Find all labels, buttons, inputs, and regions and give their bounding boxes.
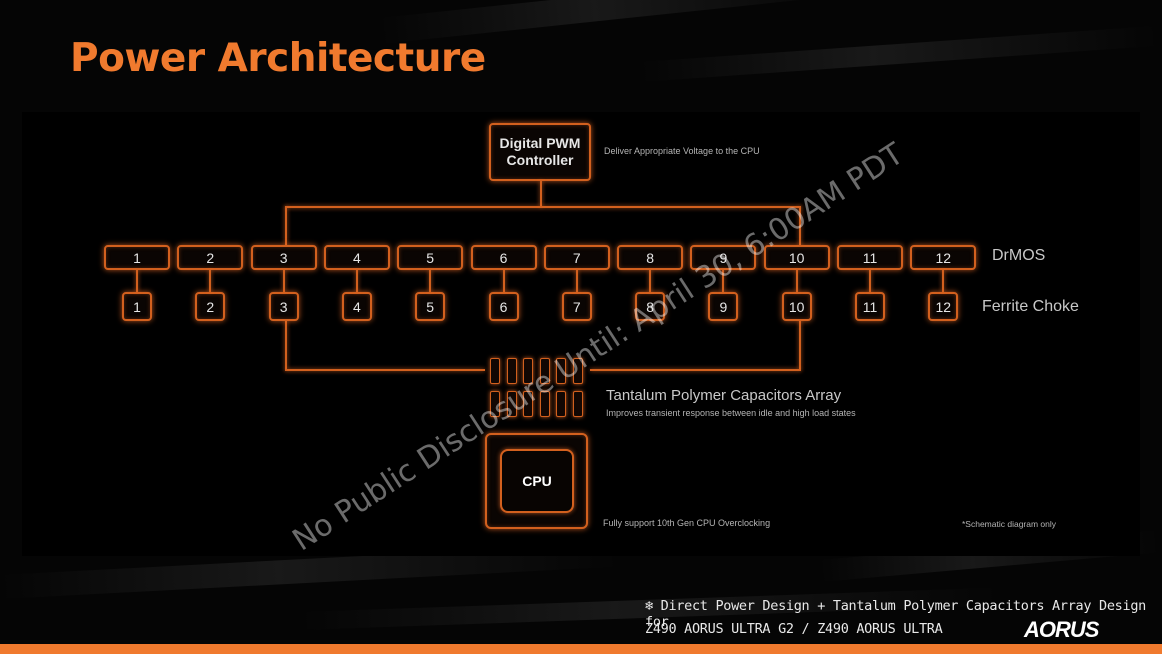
connector-line [722, 270, 725, 292]
cpu-socket: CPU [485, 433, 588, 529]
drmos-box: 3 [250, 245, 317, 270]
connector-line [282, 270, 285, 292]
connector-line [136, 270, 138, 292]
drmos-box: 4 [323, 245, 390, 270]
cpu-chip: CPU [500, 449, 574, 513]
schematic-note: *Schematic diagram only [962, 519, 1057, 529]
connector-line [502, 270, 505, 292]
bottom-accent-bar [0, 644, 1162, 654]
ferrite-choke-label: Ferrite Choke [982, 298, 1079, 315]
connector-line [355, 270, 358, 292]
ferrite-choke-box: 10 [781, 292, 812, 321]
capacitor [523, 391, 533, 417]
connector-line [285, 320, 287, 370]
drmos-box: 12 [910, 245, 977, 270]
pwm-description: Deliver Appropriate Voltage to the CPU [604, 146, 760, 156]
page-title: Power Architecture [70, 36, 486, 81]
ferrite-choke-box: 12 [928, 292, 959, 321]
ferrite-choke-box: 3 [268, 292, 299, 321]
ferrite-choke-box: 4 [341, 292, 372, 321]
footer-line-1: ❄ Direct Power Design + Tantalum Polymer… [645, 598, 1146, 630]
capacitor [539, 391, 550, 417]
drmos-label: DrMOS [992, 247, 1046, 264]
drmos-box: 9 [690, 245, 757, 270]
ferrite-choke-box: 9 [708, 292, 739, 321]
capacitor [490, 358, 500, 384]
capacitors-label: Tantalum Polymer Capacitors Array [606, 387, 842, 404]
capacitors-description: Improves transient response between idle… [606, 408, 856, 418]
capacitor [572, 358, 583, 384]
capacitor [539, 358, 550, 384]
aorus-logo: AORUS [1024, 617, 1099, 642]
ferrite-choke-box: 6 [488, 292, 519, 321]
ferrite-choke-box: 5 [415, 292, 446, 321]
capacitor [572, 391, 583, 417]
drmos-box: 6 [470, 245, 537, 270]
drmos-box: 2 [177, 245, 244, 270]
pwm-controller-box: Digital PWM Controller [489, 123, 591, 181]
connector-line [799, 320, 801, 370]
connector-line [209, 270, 212, 292]
connector-line [285, 206, 287, 246]
drmos-box: 7 [543, 245, 610, 270]
capacitor [506, 358, 517, 384]
footer-line-2: Z490 AORUS ULTRA G2 / Z490 AORUS ULTRA [645, 621, 943, 637]
ferrite-choke-box: 11 [855, 292, 885, 321]
capacitor [490, 391, 500, 417]
capacitor [506, 391, 517, 417]
connector-line [869, 270, 871, 292]
drmos-box: 8 [617, 245, 684, 270]
connector-line [590, 369, 801, 371]
drmos-box: 1 [104, 245, 170, 270]
capacitor [556, 391, 566, 417]
drmos-box: 10 [763, 245, 830, 270]
background-streak [639, 25, 1160, 82]
ferrite-choke-box: 8 [635, 292, 666, 321]
connector-line [429, 270, 432, 292]
ferrite-choke-box: 2 [195, 292, 226, 321]
connector-line [575, 270, 578, 292]
drmos-box: 5 [397, 245, 464, 270]
connector-line [649, 270, 652, 292]
drmos-box: 11 [837, 245, 903, 270]
connector-line [285, 369, 485, 371]
cpu-description: Fully support 10th Gen CPU Overclocking [603, 518, 771, 528]
capacitor [523, 358, 533, 384]
connector-line [795, 270, 798, 292]
connector-line [540, 181, 542, 207]
connector-line [799, 206, 801, 246]
connector-line [285, 206, 801, 208]
capacitor [556, 358, 566, 384]
ferrite-choke-box: 1 [122, 292, 152, 321]
connector-line [942, 270, 945, 292]
ferrite-choke-box: 7 [561, 292, 592, 321]
